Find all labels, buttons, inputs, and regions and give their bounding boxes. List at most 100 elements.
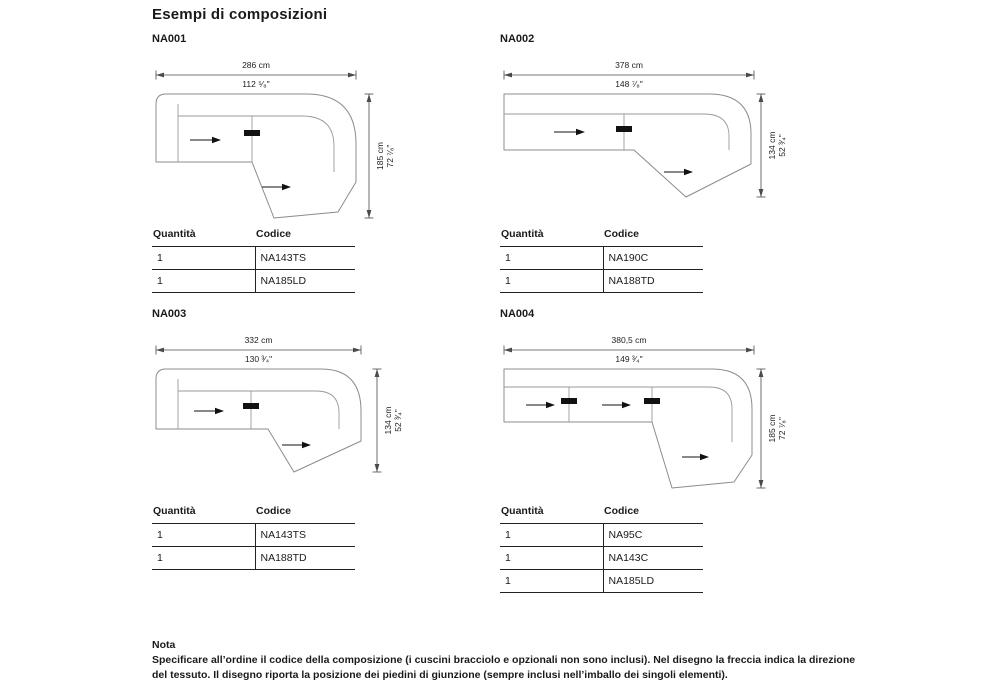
width-dimension-inches: 148 ⁷⁄₈" [615, 79, 643, 89]
code-cell: NA143TS [254, 246, 355, 270]
composition-diagram: 332 cm 130 ³⁄₄" [150, 333, 403, 508]
table-row: 1 NA185LD [152, 269, 355, 293]
width-dimension-line [503, 345, 755, 355]
qty-cell: 1 [152, 269, 255, 293]
width-dimension-inches: 130 ³⁄₄" [244, 354, 273, 364]
composition-diagram: 378 cm 148 ⁷⁄₈" [498, 58, 787, 233]
junction-foot-marker [561, 398, 577, 404]
sofa-outline [155, 93, 357, 219]
depth-dimension: 134 cm 52 ³⁄₄" [383, 369, 403, 472]
table-row: 1 NA143TS [152, 523, 355, 547]
page-title: Esempi di composizioni [152, 6, 328, 23]
junction-foot-marker [243, 403, 259, 409]
table-header-row: Quantità Codice [152, 503, 355, 524]
depth-dimension-cm: 134 cm [383, 406, 393, 435]
table-row: 1 NA185LD [500, 569, 703, 593]
fabric-direction-arrow [554, 128, 585, 136]
code-cell: NA185LD [254, 269, 355, 293]
fabric-direction-arrow [526, 401, 555, 409]
qty-cell: 1 [500, 546, 603, 570]
composition-table: Quantità Codice 1 NA143TS 1 NA188TD [152, 503, 355, 570]
code-cell: NA95C [602, 523, 703, 547]
depth-dimension-line [372, 368, 382, 473]
qty-cell: 1 [500, 523, 603, 547]
table-row: 1 NA143TS [152, 246, 355, 270]
depth-dimension: 134 cm 52 ³⁄₄" [767, 94, 787, 197]
table-header-row: Quantità Codice [152, 226, 355, 247]
table-row: 1 NA188TD [152, 546, 355, 570]
depth-dimension-line [756, 93, 766, 198]
depth-dimension-inches: 52 ³⁄₄" [777, 134, 787, 157]
width-dimension-line [155, 70, 357, 80]
junction-foot-marker [616, 126, 632, 132]
sofa-outline [155, 368, 362, 473]
code-header: Codice [255, 503, 355, 524]
table-row: 1 NA190C [500, 246, 703, 270]
depth-dimension-line [756, 368, 766, 489]
depth-dimension-cm: 185 cm [375, 142, 385, 170]
note-body: Specificare all’ordine il codice della c… [152, 654, 856, 681]
composition-id: NA002 [500, 33, 535, 45]
composition-id: NA001 [152, 33, 187, 45]
composition-na004: NA004 380,5 cm 149 ³⁄₄" [498, 308, 918, 593]
composition-id: NA004 [500, 308, 535, 320]
depth-dimension-inches: 72 ⁷⁄₈" [385, 144, 395, 168]
code-header: Codice [603, 226, 703, 247]
table-row: 1 NA143C [500, 546, 703, 570]
junction-foot-marker [244, 130, 260, 136]
composition-diagram: 286 cm 112 ⁵⁄₈" [150, 58, 395, 233]
composition-na003: NA003 332 cm 130 ³⁄₄" [150, 308, 570, 578]
qty-cell: 1 [500, 569, 603, 593]
code-cell: NA143TS [254, 523, 355, 547]
table-row: 1 NA95C [500, 523, 703, 547]
depth-dimension-inches: 52 ³⁄₄" [393, 409, 403, 432]
fabric-direction-arrow [602, 401, 631, 409]
composition-id: NA003 [152, 308, 187, 320]
width-dimension-line [503, 70, 755, 80]
note-section: Nota Specificare all’ordine il codice de… [152, 639, 870, 683]
qty-cell: 1 [152, 523, 255, 547]
depth-dimension-cm: 134 cm [767, 131, 777, 160]
composition-na002: NA002 378 cm 148 ⁷⁄₈" [498, 33, 918, 303]
qty-header: Quantità [152, 226, 255, 247]
note-title: Nota [152, 639, 176, 651]
qty-header: Quantità [500, 226, 603, 247]
qty-header: Quantità [500, 503, 603, 524]
width-dimension-cm: 332 cm [244, 335, 273, 345]
sofa-diagram-svg [503, 345, 766, 489]
table-header-row: Quantità Codice [500, 226, 703, 247]
width-dimension-line [155, 345, 362, 355]
fabric-direction-arrow [262, 183, 291, 191]
sofa-diagram-svg [503, 70, 766, 198]
code-cell: NA190C [602, 246, 703, 270]
code-cell: NA188TD [254, 546, 355, 570]
table-row: 1 NA188TD [500, 269, 703, 293]
qty-cell: 1 [152, 546, 255, 570]
fabric-direction-arrow [194, 407, 224, 415]
sofa-outline [503, 368, 753, 489]
sofa-outline [503, 93, 752, 198]
width-dimension-cm: 378 cm [615, 60, 643, 70]
composition-na001: NA001 286 cm 112 ⁵⁄₈" [150, 33, 570, 303]
width-dimension-inches: 149 ³⁄₄" [615, 354, 643, 364]
qty-header: Quantità [152, 503, 255, 524]
depth-dimension-cm: 185 cm [767, 414, 777, 443]
fabric-direction-arrow [282, 441, 311, 449]
composition-table: Quantità Codice 1 NA190C 1 NA188TD [500, 226, 703, 293]
composition-diagram: 380,5 cm 149 ³⁄₄" [498, 333, 787, 508]
width-dimension-cm: 286 cm [242, 60, 270, 70]
qty-cell: 1 [500, 246, 603, 270]
depth-dimension: 185 cm 72 ⁷⁄₈" [767, 369, 787, 488]
composition-table: Quantità Codice 1 NA143TS 1 NA185LD [152, 226, 355, 293]
sofa-diagram-svg [155, 345, 382, 473]
fabric-direction-arrow [682, 453, 709, 461]
qty-cell: 1 [500, 269, 603, 293]
code-cell: NA143C [602, 546, 703, 570]
width-dimension-inches: 112 ⁵⁄₈" [242, 79, 270, 89]
fabric-direction-arrow [664, 168, 693, 176]
qty-cell: 1 [152, 246, 255, 270]
fabric-direction-arrow [190, 136, 221, 144]
table-header-row: Quantità Codice [500, 503, 703, 524]
code-header: Codice [603, 503, 703, 524]
code-header: Codice [255, 226, 355, 247]
